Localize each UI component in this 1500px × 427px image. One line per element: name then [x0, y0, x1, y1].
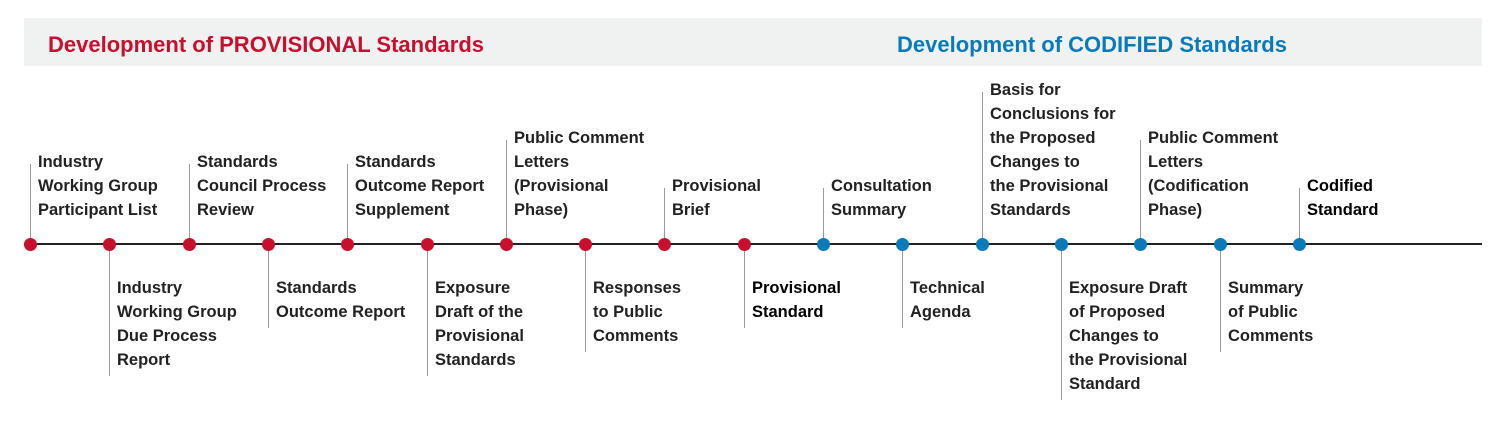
milestone-connector: [427, 244, 428, 376]
milestone-connector: [1299, 188, 1300, 244]
milestone-connector: [982, 92, 983, 244]
codified-phase-title: Development of CODIFIED Standards: [897, 32, 1287, 57]
milestone-label: Standards Outcome Report: [276, 279, 406, 321]
provisional-phase-title: Development of PROVISIONAL Standards: [48, 32, 485, 57]
milestone-connector: [1220, 244, 1221, 352]
milestone-label: Provisional Brief: [672, 177, 761, 219]
milestone-label: Codified Standard: [1307, 177, 1379, 219]
milestone-label: Basis for Conclusions for the Proposed C…: [990, 81, 1116, 219]
milestone-dot: [1055, 238, 1068, 251]
milestone-dot: [738, 238, 751, 251]
milestone-connector: [585, 244, 586, 352]
milestone-label: Standards Council Process Review: [197, 153, 327, 219]
milestone-dot: [103, 238, 116, 251]
milestone-connector: [506, 140, 507, 244]
milestone-dot: [183, 238, 196, 251]
milestone-dot: [262, 238, 275, 251]
milestone-dot: [658, 238, 671, 251]
milestone-label: Provisional Standard: [752, 279, 841, 321]
milestone-connector: [744, 244, 745, 328]
timeline-axis: [24, 243, 1482, 245]
milestone-connector: [268, 244, 269, 328]
milestone-dot: [500, 238, 513, 251]
milestone-label: Public Comment Letters (Codification Pha…: [1148, 129, 1279, 219]
milestone-connector: [30, 164, 31, 244]
milestone-dot: [976, 238, 989, 251]
milestone-connector: [1061, 244, 1062, 400]
milestone-label: Summary of Public Comments: [1228, 279, 1314, 345]
milestone-dot: [341, 238, 354, 251]
milestone-dot: [896, 238, 909, 251]
milestone-label: Technical Agenda: [910, 279, 985, 321]
milestone-label: Consultation Summary: [831, 177, 932, 219]
milestone-dot: [579, 238, 592, 251]
milestone-dot: [1293, 238, 1306, 251]
milestone-dot: [1214, 238, 1227, 251]
milestone-label: Exposure Draft of the Provisional Standa…: [435, 279, 524, 369]
milestone-connector: [347, 164, 348, 244]
milestone-label: Industry Working Group Due Process Repor…: [117, 279, 237, 369]
milestone-label: Industry Working Group Participant List: [38, 153, 158, 219]
milestone-label: Public Comment Letters (Provisional Phas…: [514, 129, 645, 219]
milestone-connector: [823, 188, 824, 244]
milestone-connector: [109, 244, 110, 376]
milestone-dot: [1134, 238, 1147, 251]
milestone-dot: [24, 238, 37, 251]
milestone-connector: [664, 188, 665, 244]
milestone-dot: [421, 238, 434, 251]
milestone-connector: [902, 244, 903, 328]
milestone-connector: [1140, 140, 1141, 244]
milestone-label: Responses to Public Comments: [593, 279, 682, 345]
milestone-connector: [189, 164, 190, 244]
header-band: [24, 18, 1482, 66]
milestone-label: Exposure Draft of Proposed Changes to th…: [1069, 279, 1188, 393]
milestone-dot: [817, 238, 830, 251]
milestone-label: Standards Outcome Report Supplement: [355, 153, 485, 219]
